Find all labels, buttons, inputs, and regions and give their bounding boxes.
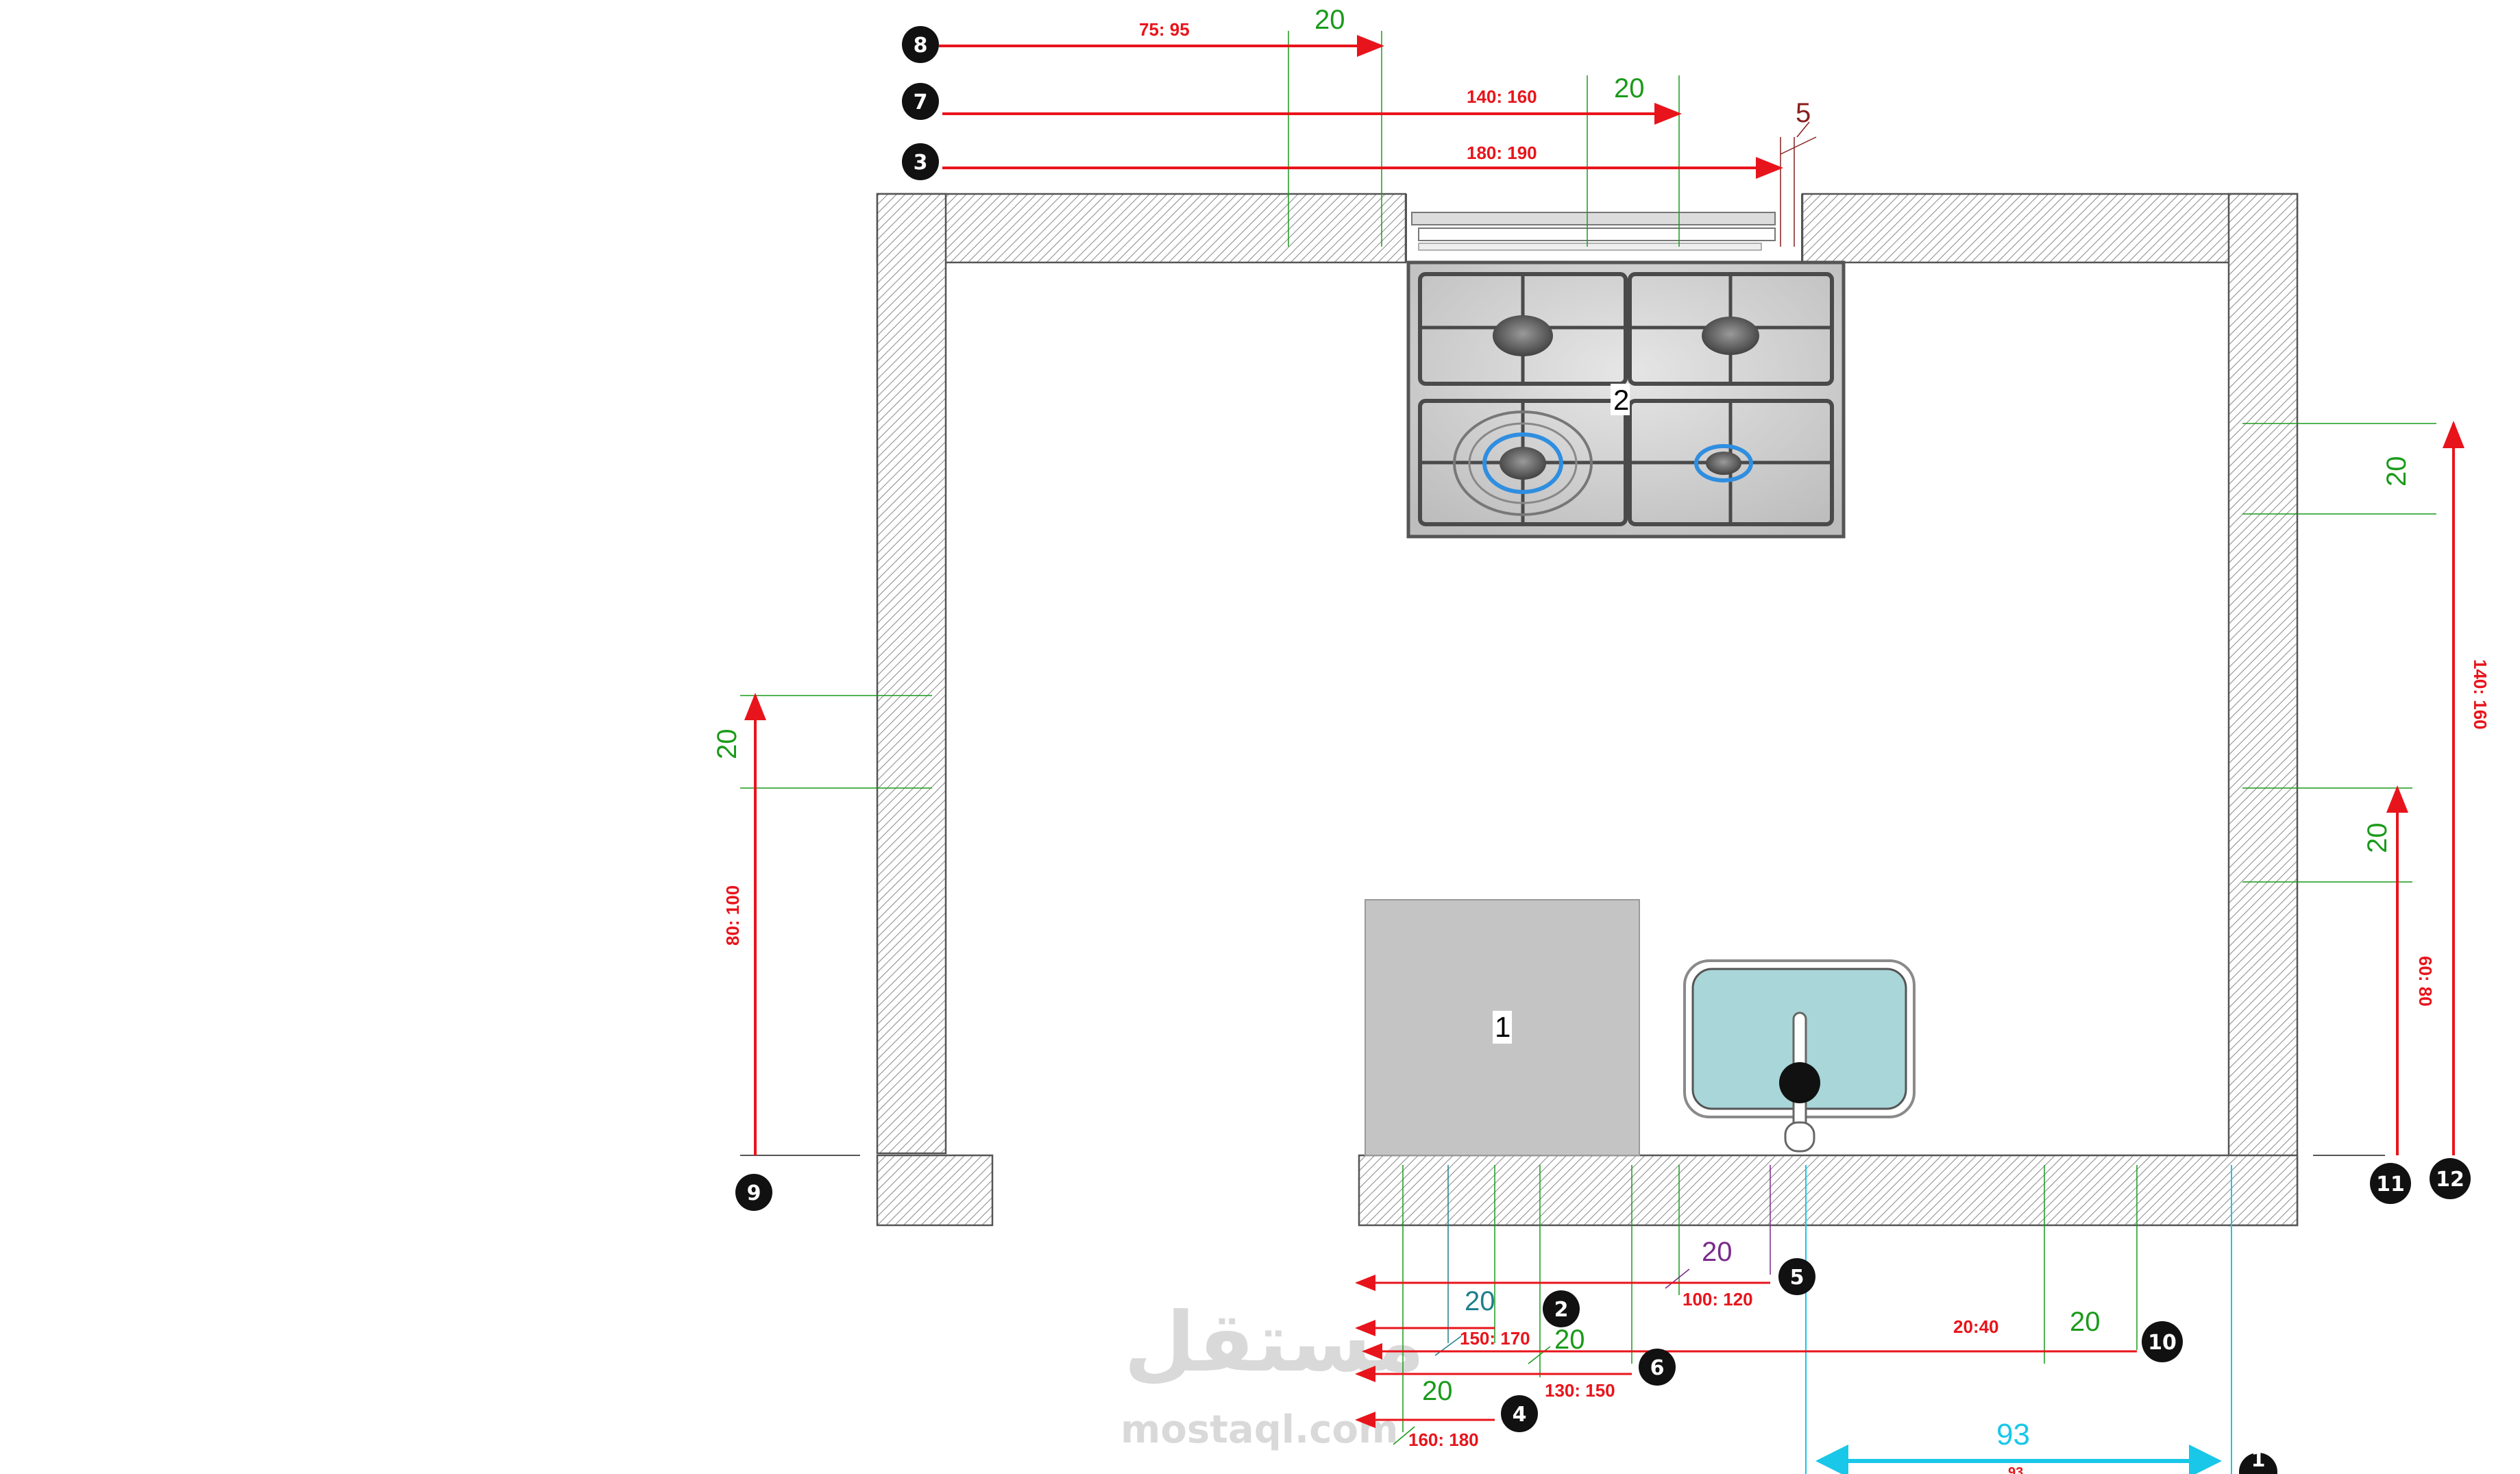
svg-text:8: 8: [914, 34, 928, 58]
dim-7-width: 20: [1614, 73, 1645, 103]
top-wall-left: [876, 193, 1407, 264]
dim-8-width: 20: [1314, 5, 1345, 35]
svg-text:4: 4: [1513, 1403, 1527, 1427]
svg-text:1: 1: [2251, 1448, 2266, 1472]
fridge-label: 1: [1495, 1011, 1510, 1043]
dim-10-width: 20: [2070, 1307, 2101, 1337]
dim-11-width: 20: [2362, 823, 2393, 854]
numbered-bubbles: 8 7 3 9 11 12 5 2: [735, 26, 2471, 1474]
bubble-8: 8: [902, 26, 939, 63]
right-wall: [2227, 193, 2299, 1227]
svg-text:3: 3: [914, 151, 928, 175]
dim-9-label: 80: 100: [722, 885, 743, 946]
dim-12-label: 140: 160: [2470, 659, 2491, 730]
svg-text:11: 11: [2376, 1172, 2405, 1196]
dim-10-label: 20:40: [1953, 1316, 1999, 1337]
sink: [1683, 959, 1916, 1153]
svg-text:12: 12: [2436, 1168, 2464, 1192]
burner-bottom-left: [1453, 410, 1593, 516]
bottom-wall-left: [876, 1154, 994, 1227]
dim-4-width: 20: [1422, 1376, 1453, 1406]
svg-text:7: 7: [914, 90, 928, 114]
top-window: [1406, 194, 1802, 262]
watermark-arabic: مستقل: [1124, 1295, 1425, 1390]
dim-11-label: 60: 80: [2415, 956, 2436, 1007]
svg-text:2: 2: [1554, 1298, 1569, 1322]
burner-top-right: [1702, 317, 1759, 355]
refrigerator: 1: [1365, 899, 1640, 1156]
dim-4-label: 160: 180: [1408, 1429, 1479, 1450]
bubble-1: 1: [2239, 1448, 2277, 1474]
svg-text:6: 6: [1650, 1356, 1665, 1380]
dim-1-label: 93: [2008, 1465, 2023, 1474]
bottom-dimension-labels: 20 100: 120 20 150: 170 20 130: 150 20 1…: [1408, 1237, 2101, 1474]
dim-12-width: 20: [2382, 456, 2412, 487]
watermark-latin: mostaql.com: [1121, 1408, 1398, 1452]
bubble-4: 4: [1501, 1395, 1538, 1432]
bubble-7: 7: [902, 83, 939, 120]
burner-bottom-right: [1694, 444, 1753, 482]
dim-9-width: 20: [712, 729, 742, 760]
dimension-arrows: [744, 35, 2464, 1474]
bubble-11: 11: [2370, 1163, 2411, 1204]
bottom-wall-right: [1358, 1154, 2299, 1227]
dim-3-label: 180: 190: [1467, 143, 1537, 163]
top-wall-right: [1801, 193, 2299, 264]
bubble-5: 5: [1778, 1258, 1815, 1295]
dim-8-label: 75: 95: [1139, 19, 1190, 40]
dim-1-width: 93: [1996, 1418, 2030, 1451]
stove-label: 2: [1613, 384, 1629, 416]
burner-top-left: [1493, 315, 1553, 356]
dim-6-width: 20: [1554, 1325, 1585, 1355]
dim-6-label: 130: 150: [1545, 1380, 1615, 1401]
left-wall: [876, 193, 947, 1155]
bubble-9: 9: [735, 1174, 772, 1211]
dim-7-label: 140: 160: [1467, 86, 1537, 107]
svg-text:9: 9: [747, 1181, 761, 1205]
dim-5-width: 20: [1702, 1237, 1733, 1267]
bubble-10: 10: [2142, 1321, 2183, 1362]
left-dimension-labels: 80: 100 20: [712, 729, 743, 946]
svg-text:10: 10: [2148, 1331, 2177, 1355]
bubble-3: 3: [902, 143, 939, 180]
watermark: مستقل mostaql.com: [1121, 1295, 1425, 1452]
bubble-2: 2: [1543, 1290, 1580, 1327]
extension-lines: [740, 31, 2436, 1474]
dim-2-width: 20: [1465, 1286, 1495, 1316]
bubble-12: 12: [2430, 1158, 2471, 1199]
dim-3-width: 5: [1796, 98, 1811, 128]
dim-2-label: 150: 170: [1460, 1328, 1530, 1349]
bubble-6: 6: [1639, 1349, 1676, 1386]
gas-stove: 2: [1406, 260, 1846, 539]
svg-text:5: 5: [1790, 1266, 1805, 1290]
walls: [876, 193, 2299, 1227]
dim-5-label: 100: 120: [1683, 1289, 1753, 1310]
top-dimension-labels: 75: 95 20 140: 160 20 180: 190 5: [1139, 5, 1811, 163]
right-dimension-labels: 60: 80 20 140: 160 20: [2362, 456, 2491, 1007]
